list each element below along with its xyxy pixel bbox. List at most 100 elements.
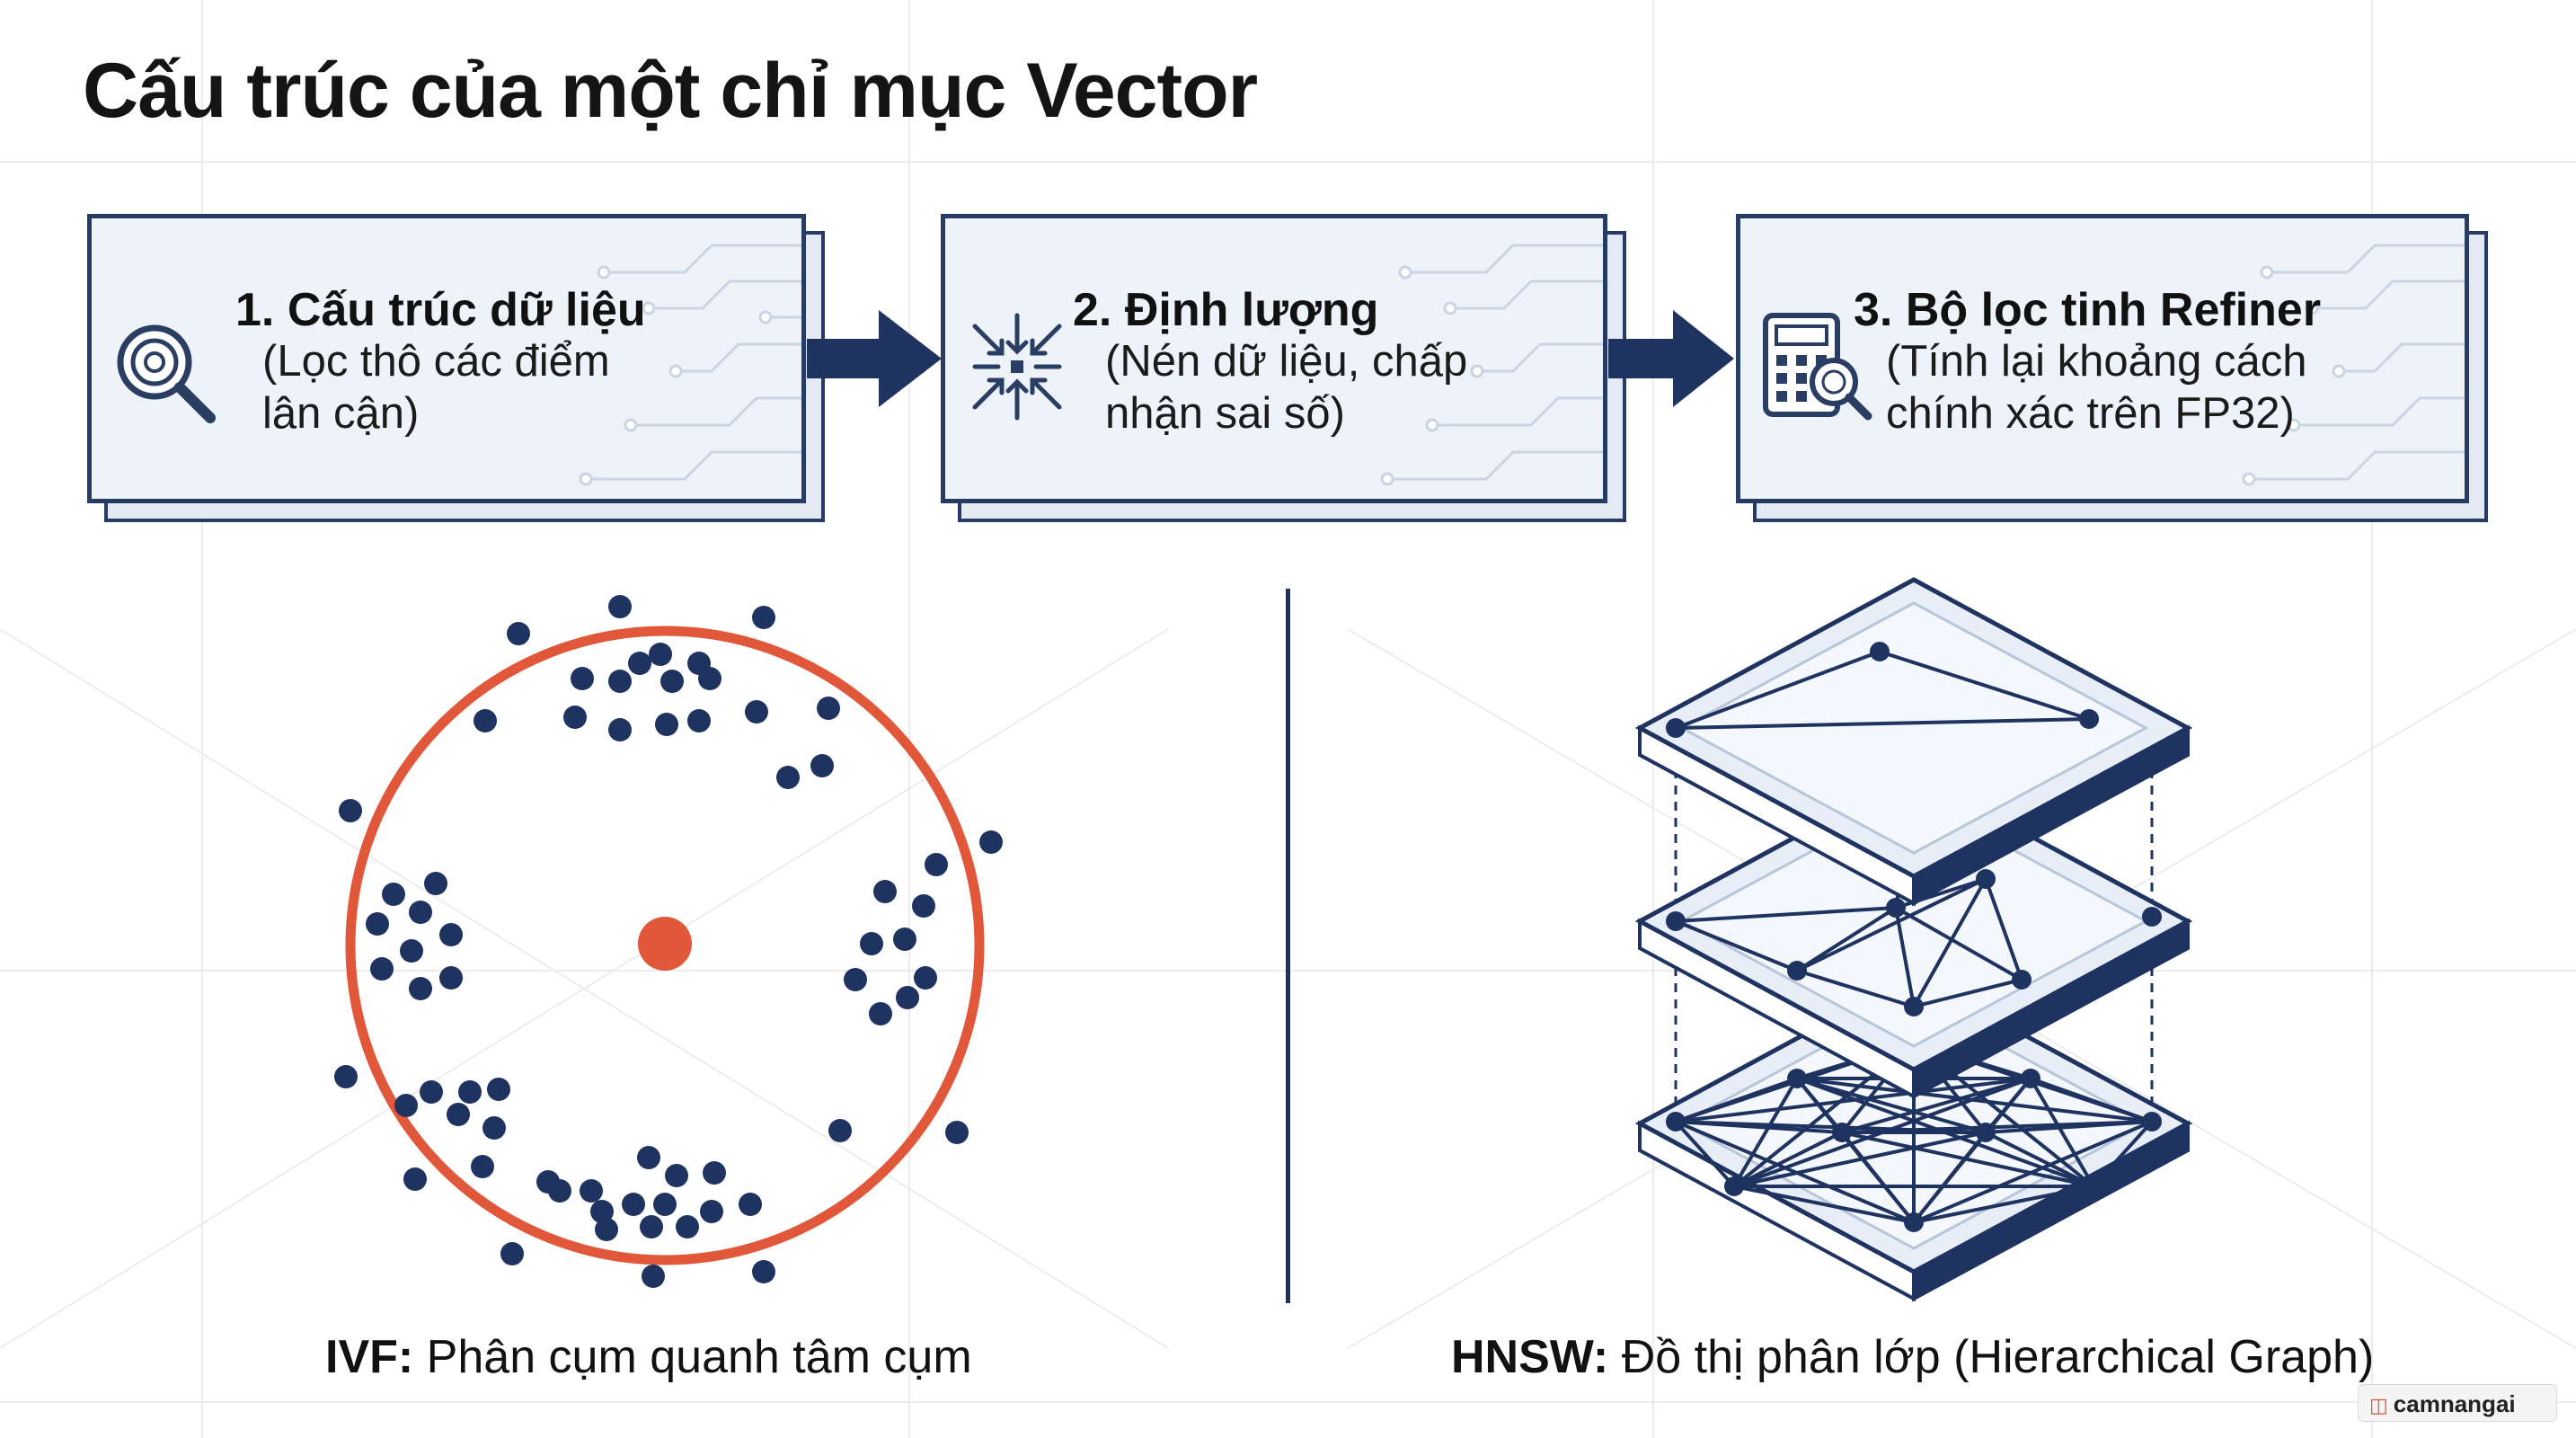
graph-node (1870, 642, 1890, 661)
graph-edge (1796, 877, 1987, 972)
graph-node (2084, 1176, 2103, 1196)
ivf-caption: IVF: Phân cụm quanh tâm cụm (325, 1330, 972, 1384)
page-title: Cấu trúc của một chỉ mục Vector (83, 48, 1258, 134)
data-point (649, 643, 672, 666)
graph-edge (1912, 1131, 1987, 1224)
data-point (580, 1179, 603, 1203)
data-point (548, 1179, 571, 1203)
graph-edge (1796, 1077, 1987, 1134)
graph-node (2079, 709, 2099, 729)
data-point (334, 1065, 358, 1088)
graph-edge (1895, 906, 2023, 981)
step-2-heading: 2. Định lượng (1073, 284, 1379, 336)
data-point (394, 1094, 418, 1117)
graph-edge (1985, 1131, 2094, 1188)
graph-node (1724, 1176, 1744, 1196)
graph-edge (1912, 878, 1987, 1007)
graph-edge (1913, 978, 2023, 1008)
step-3-heading: 3. Bộ lọc tinh Refiner (1854, 284, 2322, 336)
step-2-desc-line: (Nén dữ liệu, chấp (1105, 337, 1468, 386)
data-point (595, 1218, 618, 1241)
watermark-badge: ◫camnangai (2358, 1384, 2557, 1422)
graph-layer-top (1634, 577, 2193, 907)
graph-node (2142, 907, 2162, 927)
arrow-right-icon (807, 310, 942, 407)
data-point (653, 1193, 677, 1216)
graph-node (2012, 970, 2032, 990)
circuit-pattern (1380, 244, 1603, 486)
data-point (896, 986, 919, 1009)
graph-edge (1795, 1077, 1844, 1134)
graph-layer-middle (1634, 770, 2193, 1100)
data-point (752, 606, 775, 629)
graph-node (1904, 997, 1924, 1016)
step-1-desc-line: lân cận) (262, 389, 420, 438)
graph-node (1904, 1212, 1924, 1232)
graph-edge (1879, 650, 2090, 721)
ivf-caption-bold: IVF: (325, 1331, 414, 1383)
graph-edge (1913, 1185, 2094, 1224)
graph-node (1787, 961, 1807, 981)
data-point (776, 766, 800, 789)
data-point (458, 1080, 482, 1104)
data-point (622, 1193, 645, 1216)
graph-node (1886, 898, 1906, 918)
data-point (655, 713, 678, 736)
graph-edge (1733, 1131, 1843, 1188)
calculator-magnifier-icon (1763, 313, 1872, 421)
graph-node (2021, 1069, 2040, 1088)
data-point (945, 1121, 969, 1144)
watermark-text: camnangai (2393, 1390, 2516, 1417)
data-point (471, 1155, 494, 1178)
arrow-right-icon (1608, 310, 1734, 407)
graph-layer-bottom (1634, 972, 2193, 1302)
graph-node (2142, 1112, 2162, 1132)
circuit-pattern (579, 244, 801, 486)
graph-edge (1984, 1077, 2032, 1134)
data-point (700, 1200, 723, 1223)
data-point (403, 1167, 427, 1191)
graph-edge (1675, 906, 1897, 923)
graph-edge (2092, 1120, 2154, 1188)
cluster-boundary (345, 626, 985, 1265)
section-divider (1286, 589, 1290, 1303)
graph-node (1666, 911, 1686, 931)
data-point (687, 709, 711, 732)
data-point (507, 622, 530, 645)
graph-edge (1841, 1131, 2094, 1188)
data-point (873, 880, 897, 903)
graph-edge (1894, 907, 1916, 1007)
hnsw-caption-bold: HNSW: (1451, 1331, 1609, 1383)
graph-edge (1732, 1077, 1799, 1188)
data-point (482, 1116, 506, 1140)
data-point (925, 853, 948, 876)
step-1-description: (Lọc thô các điểm lân cận) (262, 335, 610, 439)
compress-arrows-icon (972, 313, 1062, 421)
cluster-centroid (638, 917, 692, 971)
graph-edge (1840, 1131, 1916, 1224)
ivf-caption-text: Phân cụm quanh tâm cụm (413, 1331, 972, 1383)
step-2-description: (Nén dữ liệu, chấp nhận sai số) (1105, 335, 1467, 439)
book-icon: ◫ (2369, 1394, 2388, 1416)
data-point (608, 718, 632, 741)
data-point (810, 754, 834, 777)
data-point (487, 1078, 510, 1101)
data-point (640, 1215, 663, 1238)
data-point (637, 1146, 660, 1169)
data-point (339, 799, 362, 822)
data-point (563, 706, 587, 729)
data-point (676, 1215, 699, 1238)
data-point (912, 894, 935, 918)
graph-edge (1733, 1185, 1915, 1224)
graph-edge (1675, 717, 2090, 730)
data-point (370, 957, 394, 981)
data-point (869, 1002, 892, 1025)
data-point (642, 1265, 665, 1288)
data-point (439, 923, 463, 946)
data-point (752, 1260, 775, 1283)
data-point (409, 977, 432, 1000)
data-point (745, 700, 768, 723)
data-point (571, 667, 594, 690)
step-3-desc-line: (Tính lại khoảng cách (1886, 337, 2307, 386)
step-3-desc-line: chính xác trên FP32) (1886, 389, 2295, 438)
